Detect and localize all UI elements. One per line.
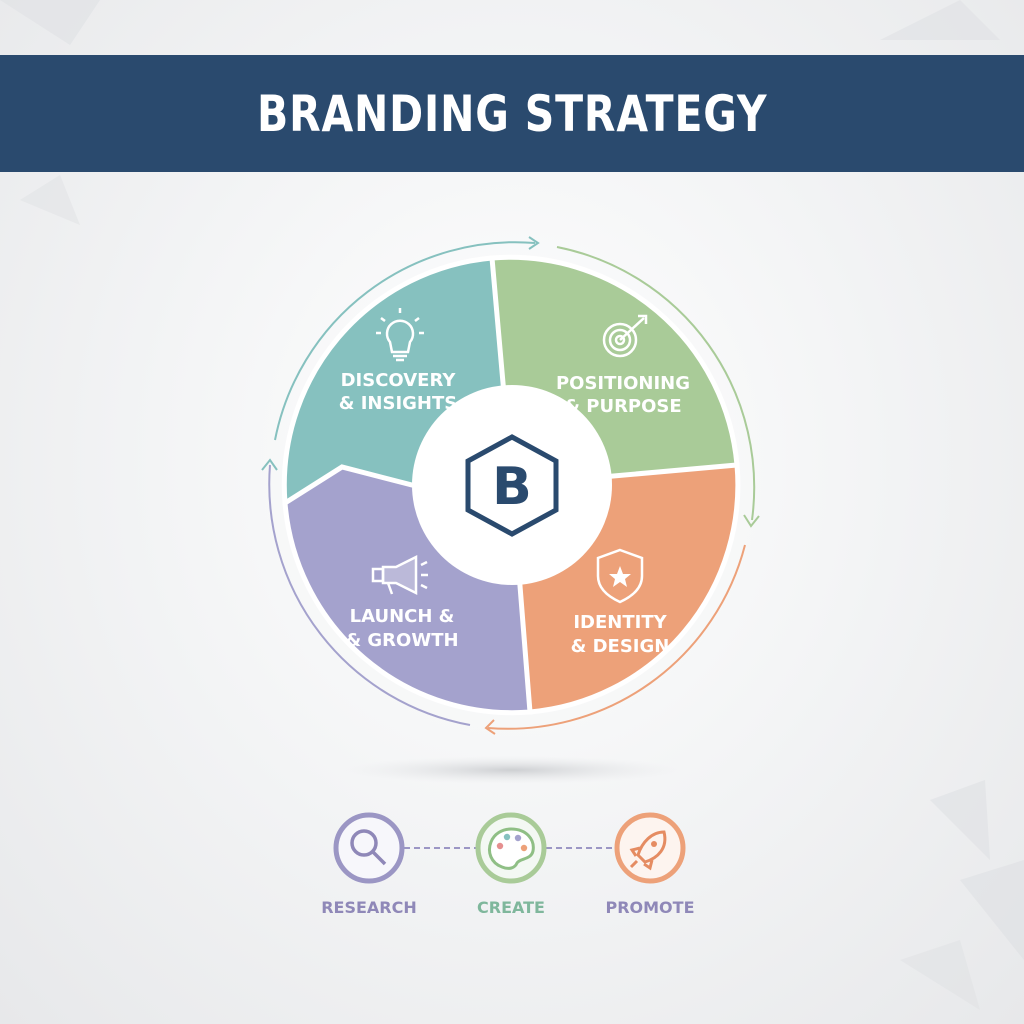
shield-star-icon [596,548,644,604]
segment-label-positioning-line2: & PURPOSE [564,396,681,417]
segment-label-discovery-line2: & INSIGHTS [339,393,457,414]
hexagon-logo-icon [465,434,559,537]
center-circle [412,385,612,585]
process-steps: RESEARCH CREATE PROMOTE [321,812,695,917]
segment-label-launch-line2: & GROWTH [345,630,458,651]
target-icon [602,314,648,358]
arrowhead-green-icon [743,514,760,528]
megaphone-icon [371,554,428,596]
title-banner: BRANDING STRATEGY [0,55,1024,172]
cycle-shadow [342,756,682,784]
segment-label-positioning-line1: POSITIONING [556,373,690,394]
lightbulb-icon [376,308,424,362]
arc-green [556,246,756,521]
step-promote [614,812,686,884]
step-research [333,812,405,884]
step-create [475,812,547,884]
step-label-create: CREATE [477,898,545,917]
segment-label-identity-line1: IDENTITY [573,612,667,633]
arc-teal [274,241,536,441]
rocket-icon [629,830,667,871]
segment-label-identity-line2: & DESIGN [571,636,670,657]
magnifier-icon [350,829,387,866]
arrowhead-purple-icon [261,458,278,471]
step-label-research: RESEARCH [321,898,417,917]
page-title: BRANDING STRATEGY [256,84,768,143]
arc-orange [487,544,746,730]
arrowhead-teal-icon [528,236,540,250]
arc-purple [268,464,471,726]
segment-label-discovery-line1: DISCOVERY [341,370,457,391]
step-label-promote: PROMOTE [605,898,694,917]
arrowhead-orange-icon [484,719,496,735]
palette-icon [487,827,535,870]
cycle-arrows [261,236,760,735]
segment-label-launch-line1: LAUNCH & [350,606,455,627]
brand-letter: B [492,457,532,517]
